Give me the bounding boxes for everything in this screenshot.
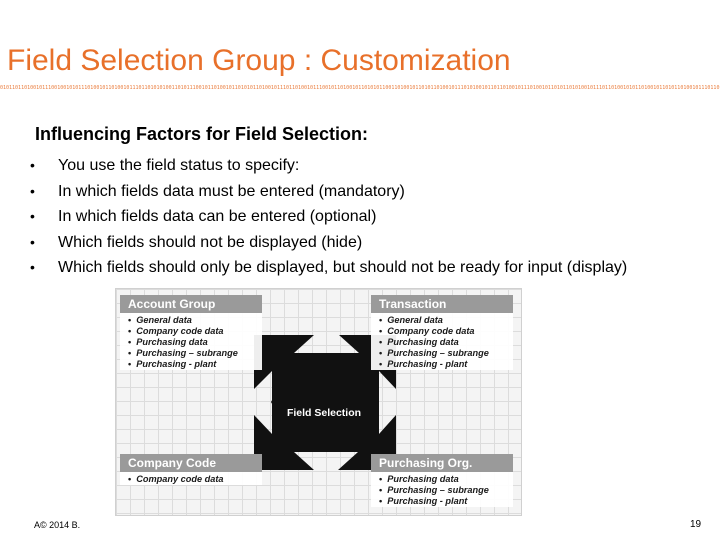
list-item: Purchasing data [379, 474, 513, 485]
list-item: Purchasing - plant [128, 359, 262, 370]
bullet-item: Which fields should not be displayed (hi… [30, 230, 627, 256]
page-number: 19 [690, 519, 702, 530]
panel-list: Purchasing data Purchasing – subrange Pu… [371, 474, 513, 507]
list-item: Purchasing - plant [379, 359, 513, 370]
list-item: Company code data [128, 474, 262, 485]
bullet-item: In which fields data must be entered (ma… [30, 179, 627, 205]
list-item: Company code data [128, 326, 262, 337]
field-selection-cross-arrows [254, 335, 396, 470]
bullet-list: You use the field status to specify: In … [30, 153, 627, 281]
center-label-field-selection: Field Selection [286, 407, 362, 419]
slide-title: Field Selection Group : Customization [7, 44, 511, 77]
bullet-item: In which fields data can be entered (opt… [30, 204, 627, 230]
field-selection-diagram: Account Group General data Company code … [115, 288, 522, 516]
list-item: Purchasing – subrange [379, 348, 513, 359]
list-item: General data [379, 315, 513, 326]
panel-list: Company code data [120, 474, 262, 485]
list-item: Company code data [379, 326, 513, 337]
bullet-item: Which fields should only be displayed, b… [30, 255, 627, 281]
list-item: Purchasing – subrange [128, 348, 262, 359]
list-item: Purchasing - plant [379, 496, 513, 507]
panel-title: Purchasing Org. [371, 454, 513, 472]
panel-transaction: Transaction General data Company code da… [371, 295, 513, 370]
list-item: Purchasing – subrange [379, 485, 513, 496]
panel-list: General data Company code data Purchasin… [120, 315, 262, 370]
list-item: Purchasing data [128, 337, 262, 348]
list-item: General data [128, 315, 262, 326]
panel-title: Account Group [120, 295, 262, 313]
panel-account-group: Account Group General data Company code … [120, 295, 262, 370]
panel-list: General data Company code data Purchasin… [371, 315, 513, 370]
panel-purchasing-org: Purchasing Org. Purchasing data Purchasi… [371, 454, 513, 507]
list-item: Purchasing data [379, 337, 513, 348]
panel-title: Transaction [371, 295, 513, 313]
bullet-item: You use the field status to specify: [30, 153, 627, 179]
binary-decoration-strip: 0101101101001011100100101011101001011010… [0, 85, 720, 91]
copyright-text: A© 2014 B. [34, 520, 81, 530]
panel-title: Company Code [120, 454, 262, 472]
panel-company-code: Company Code Company code data [120, 454, 262, 485]
section-subheading: Influencing Factors for Field Selection: [35, 124, 369, 144]
